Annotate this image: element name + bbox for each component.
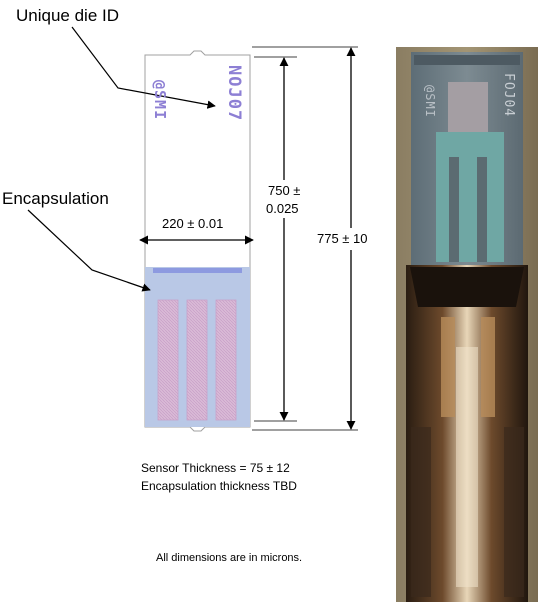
width-dimension-text: 220 ± 0.01: [162, 216, 224, 231]
die-marking-left: @SMI: [151, 80, 169, 121]
photo-marking-left: @SMI: [423, 85, 437, 118]
photo-trace-gap: [449, 157, 459, 262]
photo-die-top: [414, 55, 520, 65]
inner-length-text-2: 0.025: [266, 201, 299, 216]
encapsulation-arrow: [27, 209, 151, 292]
encapsulation-thickness-note: Encapsulation thickness TBD: [141, 479, 297, 493]
inner-length-text-1: 750 ±: [268, 183, 301, 198]
units-note: All dimensions are in microns.: [156, 552, 303, 564]
electrode: [186, 299, 208, 421]
encapsulation-label: Encapsulation: [2, 189, 109, 208]
total-length-text: 775 ± 10: [317, 231, 368, 246]
photo-trace-gap: [477, 157, 487, 262]
sensor-thickness-note: Sensor Thickness = 75 ± 12: [141, 461, 290, 475]
electrode: [157, 299, 179, 421]
die-id-arrow: [71, 26, 216, 109]
sensor-photo: @SMI FOJ04: [396, 47, 538, 602]
photo-trace: [436, 132, 504, 262]
electrode: [215, 299, 237, 421]
encapsulation-top-strip: [153, 268, 242, 273]
die-marking-right: NOJ07: [224, 65, 244, 122]
sensor-photo-drawing: [396, 47, 538, 602]
photo-pad: [448, 82, 488, 132]
die-id-label: Unique die ID: [16, 6, 120, 25]
photo-marking-right: FOJ04: [501, 73, 516, 118]
